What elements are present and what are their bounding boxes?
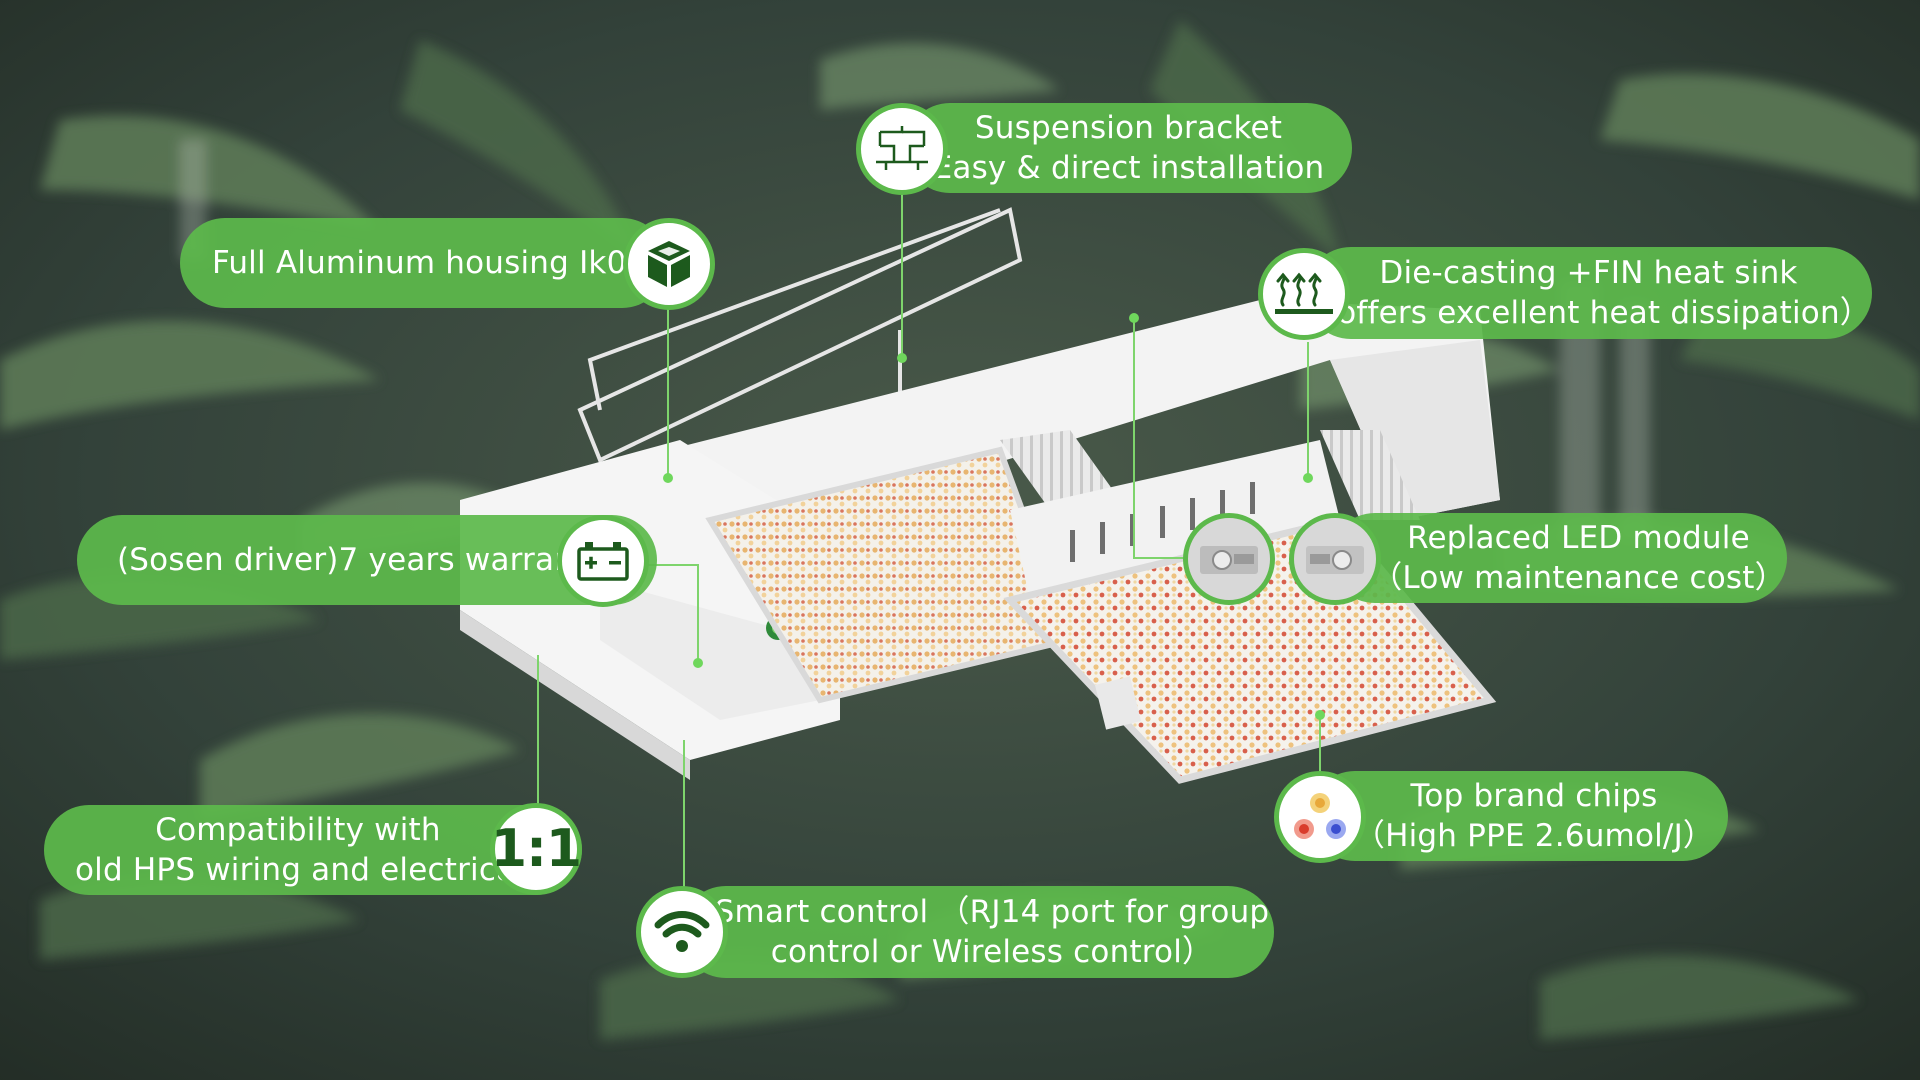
leader-dot-heat-sink [1303,473,1313,483]
callout-driver-line-1: (Sosen driver)7 years warranty [117,542,605,578]
suspension-bracket-icon [856,103,948,195]
callout-compatibility-line-1: Compatibility with [155,812,441,848]
callout-housing: Full Aluminum housing Ik09 [180,218,667,308]
heat-dissipation-icon [1258,248,1350,340]
callout-led-module: Replaced LED module （Low maintenance cos… [1330,513,1787,603]
leader-dot-suspension [897,353,907,363]
led-module-detail-icon [1289,513,1381,605]
led-module-icon [1183,513,1275,605]
leader-dot-led-module [1129,313,1139,323]
callout-smart-control-line-2: control or Wireless control） [770,934,1214,970]
callout-smart-control: Smart control （RJ14 port for group contr… [680,886,1274,978]
battery-icon [557,515,649,607]
callout-led-module-line-2: （Low maintenance cost） [1371,560,1786,596]
callout-heat-sink: Die-casting +FIN heat sink （offers excel… [1305,247,1872,339]
callout-housing-line-1: Full Aluminum housing Ik09 [212,245,647,281]
callout-suspension-line-1: Suspension bracket [974,110,1283,146]
callout-heat-sink-line-1: Die-casting +FIN heat sink [1379,255,1798,291]
callout-heat-sink-line-2: （offers excellent heat dissipation） [1306,295,1871,331]
callout-suspension: Suspension bracket Easy & direct install… [905,103,1352,193]
ratio-icon: 1:1 [490,803,582,895]
callout-compatibility-line-2: old HPS wiring and electrical [75,852,525,888]
leader-dot-chips [1315,710,1325,720]
wifi-icon [636,886,728,978]
callout-suspension-line-2: Easy & direct installation [932,150,1325,186]
leader-dot-driver [693,658,703,668]
callout-chips-line-1: Top brand chips [1410,778,1658,814]
leader-line-led-module [1133,318,1190,559]
callout-smart-control-line-1: Smart control （RJ14 port for group [714,894,1270,930]
leader-line-driver [644,564,699,663]
rgb-chips-icon [1274,771,1366,863]
callout-chips: Top brand chips （High PPE 2.6umol/J） [1310,771,1728,861]
ratio-icon-text: 1:1 [490,819,582,879]
callout-chips-line-2: （High PPE 2.6umol/J） [1353,818,1715,854]
leader-dot-housing [663,473,673,483]
aluminum-box-icon [623,218,715,310]
callout-led-module-line-1: Replaced LED module [1407,520,1750,556]
